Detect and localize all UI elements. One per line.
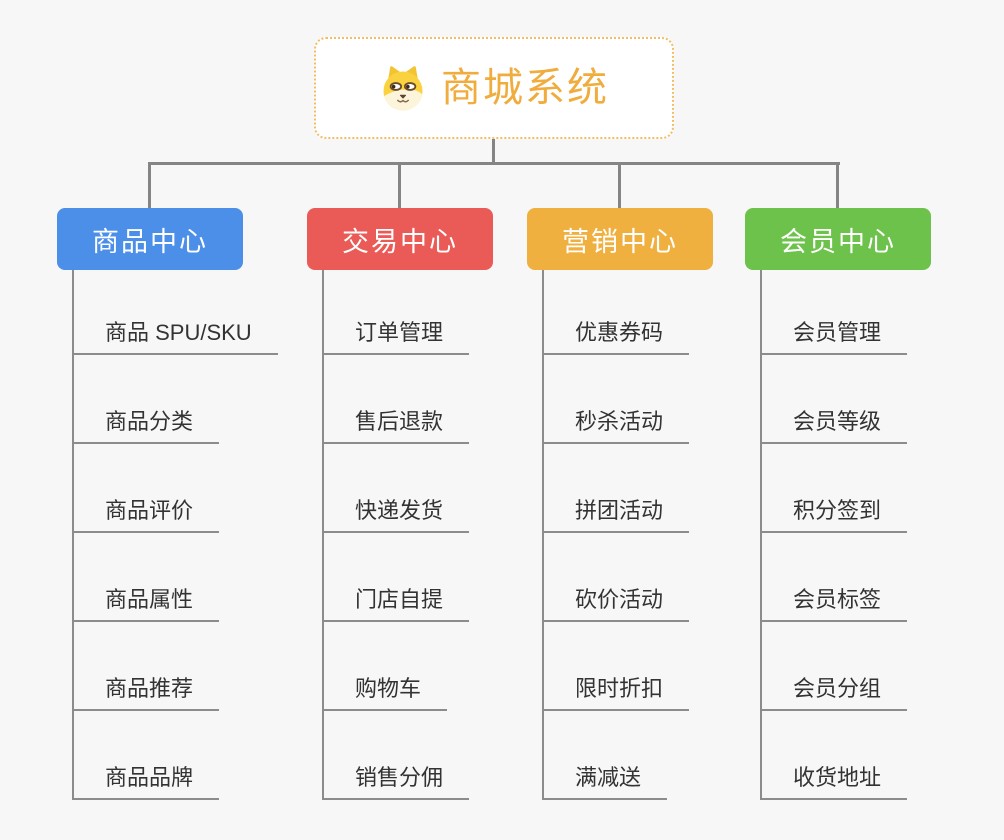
leaf-node-product-brand[interactable]: 商品品牌: [74, 711, 220, 800]
branch-leaves-marketing: 优惠券码 秒杀活动 拼团活动 砍价活动 限时折扣 满减送: [542, 270, 690, 800]
leaf-node-express-delivery[interactable]: 快递发货: [324, 444, 470, 533]
branch-header-marketing[interactable]: 营销中心: [527, 208, 713, 270]
leaf-node-member-tag[interactable]: 会员标签: [762, 533, 908, 622]
branch-header-product[interactable]: 商品中心: [57, 208, 243, 270]
leaf-node-shipping-address[interactable]: 收货地址: [762, 711, 908, 800]
leaf-node-flash-sale[interactable]: 秒杀活动: [544, 355, 690, 444]
branch-leaves-product: 商品 SPU/SKU 商品分类 商品评价 商品属性 商品推荐 商品品牌: [72, 270, 278, 800]
leaf-node-order-management[interactable]: 订单管理: [324, 270, 470, 355]
leaf-node-product-recommend[interactable]: 商品推荐: [74, 622, 220, 711]
leaf-node-coupon-code[interactable]: 优惠券码: [544, 270, 690, 355]
root-node-mall-system[interactable]: 商城系统: [314, 37, 674, 139]
connector-drop-trade: [398, 162, 401, 208]
leaf-node-aftersale-refund[interactable]: 售后退款: [324, 355, 470, 444]
leaf-node-product-spu-sku[interactable]: 商品 SPU/SKU: [74, 270, 278, 355]
connector-root-stub: [492, 139, 495, 163]
leaf-node-sales-commission[interactable]: 销售分佣: [324, 711, 470, 800]
leaf-node-group-buy[interactable]: 拼团活动: [544, 444, 690, 533]
leaf-node-member-level[interactable]: 会员等级: [762, 355, 908, 444]
leaf-node-member-management[interactable]: 会员管理: [762, 270, 908, 355]
leaf-node-product-review[interactable]: 商品评价: [74, 444, 220, 533]
leaf-node-store-pickup[interactable]: 门店自提: [324, 533, 470, 622]
leaf-node-product-category[interactable]: 商品分类: [74, 355, 220, 444]
connector-drop-product: [148, 162, 151, 208]
branch-header-trade[interactable]: 交易中心: [307, 208, 493, 270]
leaf-node-full-reduction[interactable]: 满减送: [544, 711, 668, 800]
branch-leaves-trade: 订单管理 售后退款 快递发货 门店自提 购物车 销售分佣: [322, 270, 470, 800]
leaf-node-product-attribute[interactable]: 商品属性: [74, 533, 220, 622]
branch-leaves-member: 会员管理 会员等级 积分签到 会员标签 会员分组 收货地址: [760, 270, 908, 800]
connector-drop-marketing: [618, 162, 621, 208]
leaf-node-shopping-cart[interactable]: 购物车: [324, 622, 448, 711]
leaf-node-bargain-activity[interactable]: 砍价活动: [544, 533, 690, 622]
root-title: 商城系统: [441, 66, 609, 110]
branch-header-member[interactable]: 会员中心: [745, 208, 931, 270]
shiba-dog-icon: [379, 64, 427, 112]
connector-bus-line: [148, 162, 840, 165]
leaf-node-member-group[interactable]: 会员分组: [762, 622, 908, 711]
leaf-node-points-checkin[interactable]: 积分签到: [762, 444, 908, 533]
leaf-node-limited-time-discount[interactable]: 限时折扣: [544, 622, 690, 711]
connector-drop-member: [836, 162, 839, 208]
